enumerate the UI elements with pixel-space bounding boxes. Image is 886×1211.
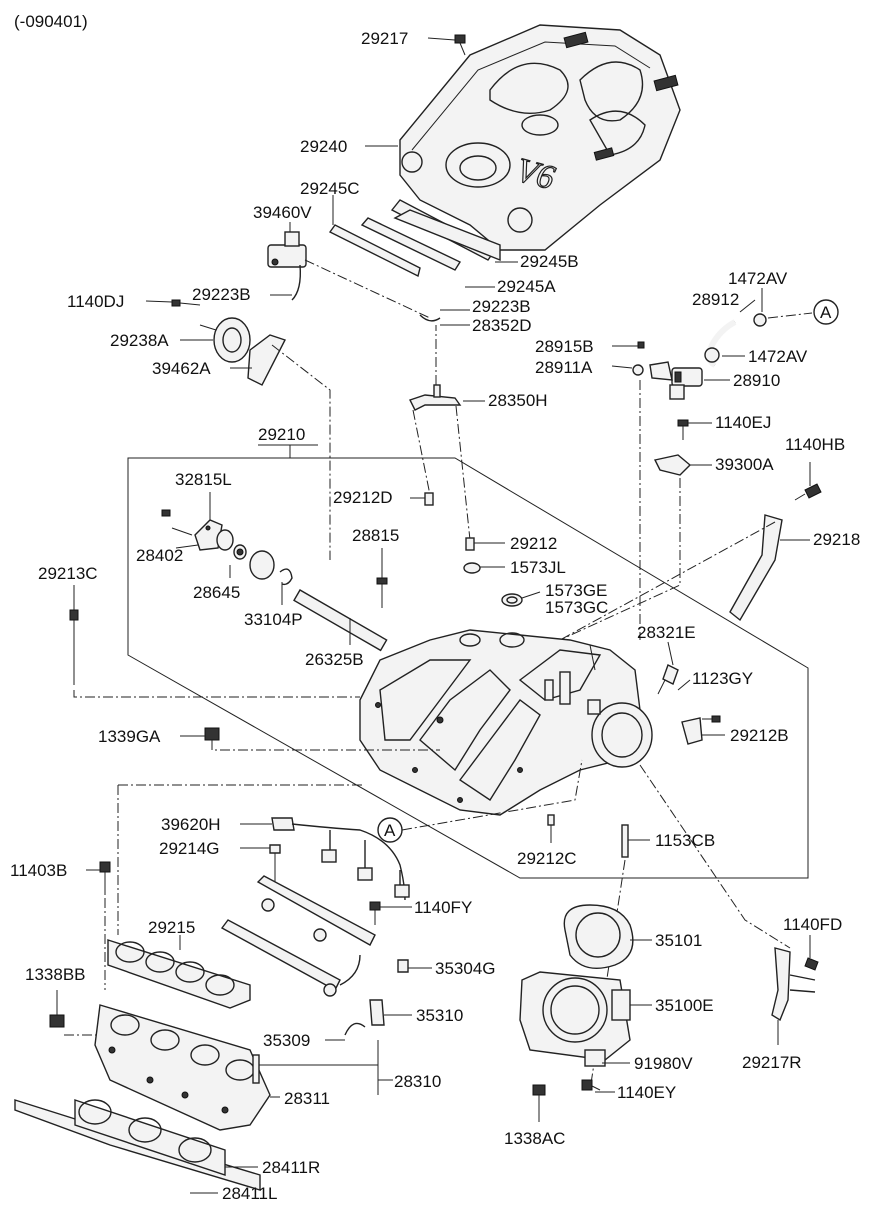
label-35100E: 35100E xyxy=(655,996,714,1015)
label-29212C: 29212C xyxy=(517,849,577,868)
label-1153CB: 1153CB xyxy=(655,831,715,850)
label-39462A: 39462A xyxy=(152,359,211,378)
fuel-rail xyxy=(220,875,409,1036)
label-1140FD: 1140FD xyxy=(783,915,842,934)
label-35304G: 35304G xyxy=(435,959,496,978)
label-91980V: 91980V xyxy=(634,1054,693,1073)
label-29215: 29215 xyxy=(148,918,195,937)
label-29245B: 29245B xyxy=(520,252,579,271)
label-1140FY: 1140FY xyxy=(414,898,472,917)
injector-harness xyxy=(269,817,410,901)
label-29217: 29217 xyxy=(361,29,408,48)
label-29223B-left: 29223B xyxy=(192,285,251,304)
callout-a-bottom: A xyxy=(384,821,396,840)
label-28352D: 28352D xyxy=(472,316,532,335)
label-1472AV-top: 1472AV xyxy=(728,269,788,288)
label-28910: 28910 xyxy=(733,371,780,390)
throttle-gasket xyxy=(563,904,634,969)
label-28321E: 28321E xyxy=(637,623,696,642)
label-28912: 28912 xyxy=(692,290,739,309)
label-28645: 28645 xyxy=(193,583,240,602)
label-11403B: 11403B xyxy=(10,861,67,880)
part-labels: 29217 29240 29245C 39460V 29245B 29245A … xyxy=(10,29,860,1203)
label-33104P: 33104P xyxy=(244,610,303,629)
label-39620H: 39620H xyxy=(161,815,221,834)
callout-a-top: A xyxy=(820,303,832,322)
label-29240: 29240 xyxy=(300,137,347,156)
pcv-hose xyxy=(704,313,767,368)
solenoid-valve xyxy=(267,231,307,268)
label-39460V: 39460V xyxy=(253,203,312,222)
label-28310: 28310 xyxy=(394,1072,441,1091)
actuator xyxy=(199,317,251,363)
label-32815L: 32815L xyxy=(175,470,232,489)
label-35310: 35310 xyxy=(416,1006,463,1025)
exhaust-gaskets xyxy=(14,1099,261,1191)
pcv-valve xyxy=(649,361,703,400)
label-29212: 29212 xyxy=(510,534,557,553)
label-1573GC: 1573GC xyxy=(545,598,608,617)
label-29245C: 29245C xyxy=(300,179,360,198)
label-1573JL: 1573JL xyxy=(510,558,566,577)
label-29210: 29210 xyxy=(258,425,305,444)
lower-manifold xyxy=(94,1004,271,1131)
cover-brackets xyxy=(328,199,501,278)
label-29223B-right: 29223B xyxy=(472,297,531,316)
label-1338AC: 1338AC xyxy=(504,1129,565,1148)
label-35101: 35101 xyxy=(655,931,702,950)
engine-cover: V6 xyxy=(399,24,681,251)
label-28411L: 28411L xyxy=(222,1184,277,1203)
diagram-code: (-090401) xyxy=(14,12,88,31)
label-28911A: 28911A xyxy=(535,358,593,377)
label-28402: 28402 xyxy=(136,546,183,565)
label-28311: 28311 xyxy=(284,1089,330,1108)
label-1123GY: 1123GY xyxy=(692,669,753,688)
label-28411R: 28411R xyxy=(262,1158,320,1177)
label-29217R: 29217R xyxy=(742,1053,802,1072)
label-39300A: 39300A xyxy=(715,455,774,474)
label-28915B: 28915B xyxy=(535,337,594,356)
label-1573GE: 1573GE xyxy=(545,581,607,600)
label-1140EJ: 1140EJ xyxy=(715,413,771,432)
label-1140HB: 1140HB xyxy=(785,435,845,454)
intake-manifold xyxy=(359,629,653,816)
vacuum-fitting xyxy=(409,384,462,411)
label-29214G: 29214G xyxy=(159,839,220,858)
label-28350H: 28350H xyxy=(488,391,548,410)
label-29245A: 29245A xyxy=(497,277,556,296)
label-29213C: 29213C xyxy=(38,564,98,583)
pressure-regulator-parts xyxy=(161,509,388,652)
label-1338BB: 1338BB xyxy=(25,965,86,984)
label-26325B: 26325B xyxy=(305,650,364,669)
label-1140EY: 1140EY xyxy=(617,1083,676,1102)
label-35309: 35309 xyxy=(263,1031,310,1050)
label-29238A: 29238A xyxy=(110,331,169,350)
throttle-body xyxy=(519,971,631,1067)
callout-a-circle-top xyxy=(813,299,839,325)
label-1339GA: 1339GA xyxy=(98,727,161,746)
manifold-gasket-upper xyxy=(107,939,251,1009)
label-28815: 28815 xyxy=(352,526,399,545)
label-29212B: 29212B xyxy=(730,726,789,745)
label-1140DJ: 1140DJ xyxy=(67,292,124,311)
label-29212D: 29212D xyxy=(333,488,393,507)
label-29218: 29218 xyxy=(813,530,860,549)
label-1472AV-bottom: 1472AV xyxy=(748,347,808,366)
